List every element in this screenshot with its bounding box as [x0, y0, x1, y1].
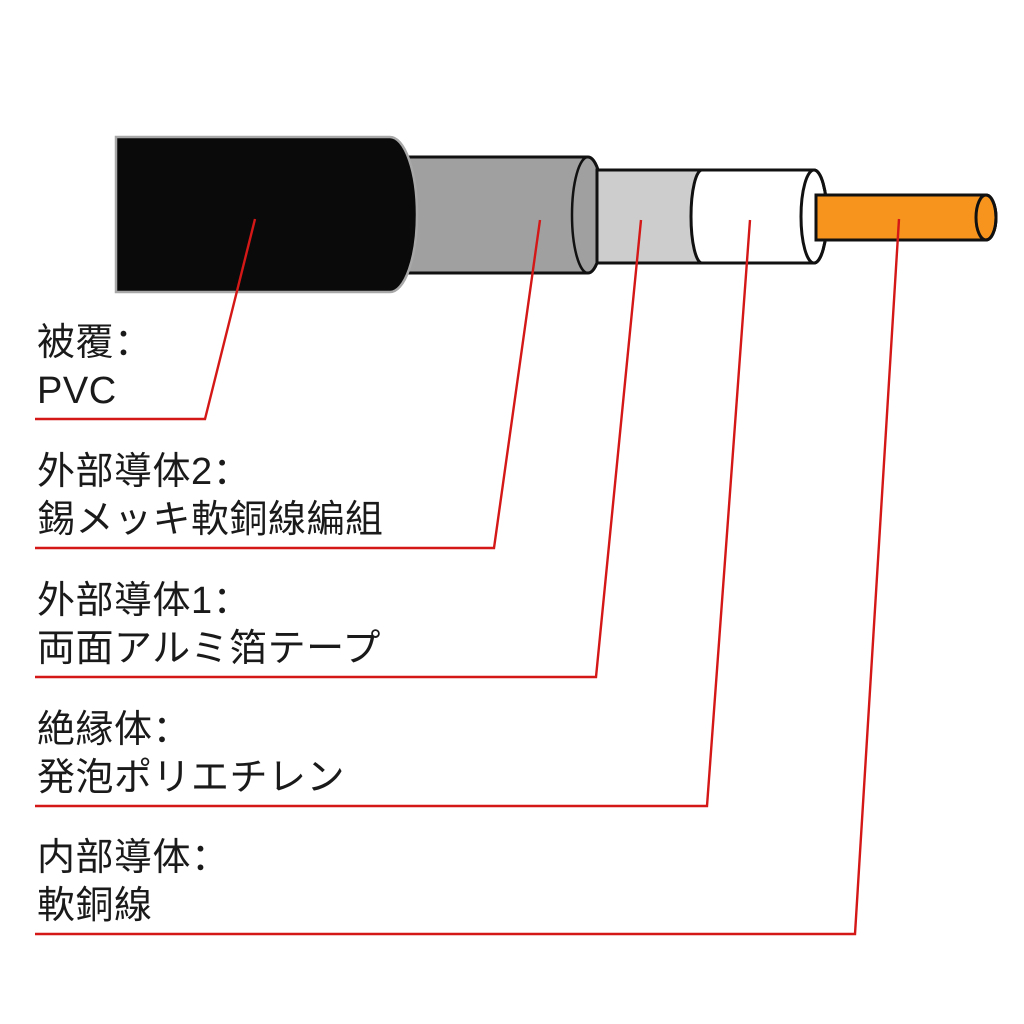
leader-line-inner-conductor [35, 218, 901, 936]
label-category: 被覆： [37, 322, 153, 364]
sheath-layer [114, 135, 419, 294]
outer-conductor-1-layer [595, 168, 703, 265]
label-category: 外部導体1： [37, 580, 252, 622]
label-material: 両面アルミ箔テープ [37, 628, 381, 670]
label-category: 外部導体2： [37, 451, 252, 493]
label-block-sheath: 被覆： PVC [37, 319, 153, 415]
leader-line-outer-conductor-2 [35, 219, 542, 550]
label-block-insulation: 絶縁体： 発泡ポリエチレン [37, 706, 345, 802]
inner-conductor-end-face [974, 193, 998, 242]
label-material: PVC [37, 370, 117, 412]
leader-line-sheath [35, 218, 257, 421]
label-material: 軟銅線 [37, 885, 153, 927]
label-block-outer-conductor-1: 外部導体1： 両面アルミ箔テープ [37, 577, 381, 673]
leader-line-insulation [35, 219, 752, 808]
label-material: 錫メッキ軟銅線編組 [37, 499, 384, 541]
inner-conductor-layer [814, 193, 998, 242]
label-block-inner-conductor: 内部導体： 軟銅線 [37, 834, 230, 930]
label-category: 絶縁体： [37, 709, 192, 751]
leader-line-outer-conductor-1 [35, 219, 643, 679]
label-material: 発泡ポリエチレン [37, 757, 346, 799]
label-block-outer-conductor-2: 外部導体2： 錫メッキ軟銅線編組 [37, 448, 384, 544]
label-category: 内部導体： [37, 837, 230, 879]
